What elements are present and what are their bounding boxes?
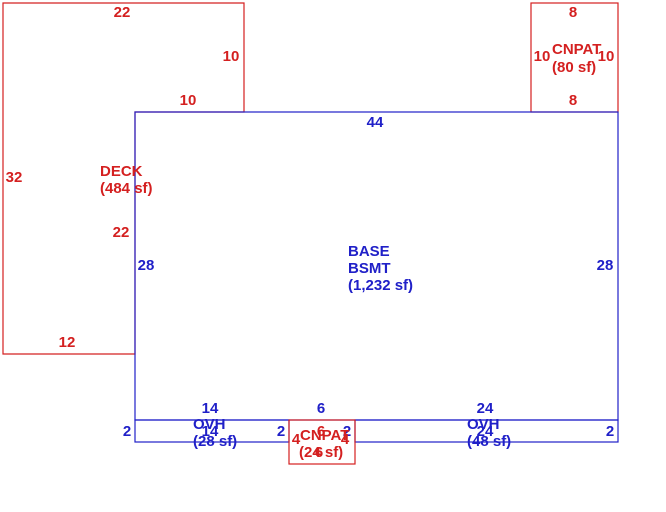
ovh-left-dim-right: 2 bbox=[277, 423, 285, 440]
ovh-right-dim-right: 2 bbox=[606, 423, 614, 440]
ovh-left-name: OVH bbox=[193, 416, 226, 433]
cnpat-top-dim-right: 10 bbox=[598, 48, 615, 65]
cnpat-bottom-dim-right: 4 bbox=[341, 431, 350, 448]
base-dim-top: 44 bbox=[367, 114, 384, 131]
cnpat-top-dim-bottom: 8 bbox=[569, 92, 577, 109]
ovh-right-name: OVH bbox=[467, 416, 500, 433]
ovh-left-dim-bottom: 14 bbox=[202, 423, 219, 440]
base-name: BASE bbox=[348, 243, 390, 260]
cnpat-bottom-name: CNPAT bbox=[300, 427, 349, 444]
deck-area: (484 sf) bbox=[100, 180, 153, 197]
base-dim-left: 28 bbox=[138, 257, 155, 274]
base-area: (1,232 sf) bbox=[348, 277, 413, 294]
deck-dim-bottom: 12 bbox=[59, 334, 76, 351]
deck-dim-left: 32 bbox=[6, 169, 23, 186]
ovh-right-dim-left: 2 bbox=[343, 423, 351, 440]
cnpat-top-area: (80 sf) bbox=[552, 59, 596, 76]
deck-dim-right-lower: 22 bbox=[113, 224, 130, 241]
ovh-left-dim-top: 14 bbox=[202, 400, 219, 417]
cnpat-bottom-dim-left: 4 bbox=[292, 431, 301, 448]
cnpat-top-dim-left: 10 bbox=[534, 48, 551, 65]
ovh-left-area: (28 sf) bbox=[193, 433, 237, 450]
gap-mid-dim-top: 6 bbox=[317, 400, 325, 417]
cnpat-top-dim-top: 8 bbox=[569, 4, 577, 21]
deck-dim-lower-top: 10 bbox=[180, 92, 197, 109]
cnpat-bottom-area: (24 sf) bbox=[299, 444, 343, 461]
ovh-right-area: (48 sf) bbox=[467, 433, 511, 450]
deck-dim-right-upper: 10 bbox=[223, 48, 240, 65]
cnpat-bottom-dim-bottom: 6 bbox=[315, 444, 323, 461]
deck-name: DECK bbox=[100, 163, 143, 180]
cnpat-bottom-outline bbox=[288, 419, 356, 465]
ovh-right-dim-top: 24 bbox=[477, 400, 494, 417]
cnpat-bottom-dim-top: 6 bbox=[317, 423, 325, 440]
base-name-2: BSMT bbox=[348, 260, 391, 277]
deck-dim-top: 22 bbox=[114, 4, 131, 21]
ovh-right-dim-bottom: 24 bbox=[477, 423, 494, 440]
base-dim-right: 28 bbox=[597, 257, 614, 274]
cnpat-top-name: CNPAT bbox=[552, 41, 601, 58]
ovh-left-dim-left: 2 bbox=[123, 423, 131, 440]
